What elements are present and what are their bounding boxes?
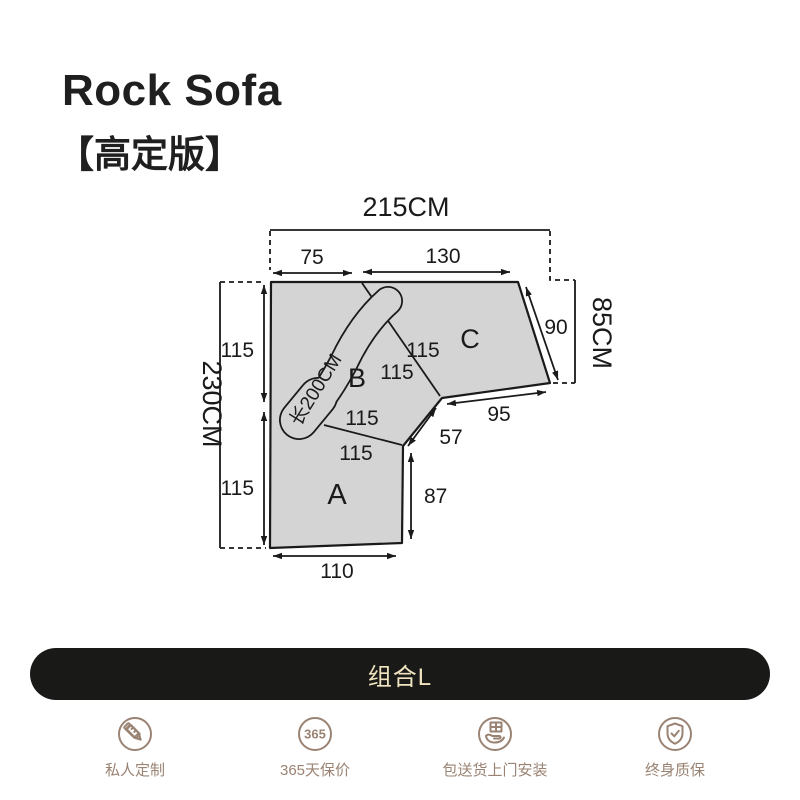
dim-110-label: 110	[320, 560, 353, 583]
dim-left-115-lower-label: 115	[221, 477, 254, 500]
feature-label: 包送货上门安装	[442, 762, 548, 779]
feature-label: 365天保价	[279, 762, 351, 779]
section-label-a: A	[327, 479, 347, 511]
depth-c-label: 115	[406, 339, 439, 362]
feature-row: 私人定制 365 365天保价 包送货上门安装 终身质保	[45, 714, 765, 780]
dim-95-label: 95	[487, 403, 510, 426]
dim-right-depth-label: 85CM	[587, 297, 617, 369]
dim-total-width-label: 215CM	[362, 192, 449, 222]
dim-total-width-drop-right	[549, 231, 575, 281]
dim-left-115-upper-label: 115	[221, 339, 254, 362]
hand-box-icon	[478, 717, 512, 751]
sofa-dimension-diagram: 215CM 85CM 75 130 230CM 115 115 长200CM C…	[197, 192, 617, 583]
dim-87-label: 87	[424, 485, 447, 508]
depth-b-label: 115	[380, 361, 413, 384]
dim-57-label: 57	[439, 426, 462, 449]
feature-label: 终身质保	[644, 762, 705, 779]
depth-a-label: 115	[339, 442, 372, 465]
seam-a-b	[323, 424, 403, 446]
chaise-lounger	[279, 286, 403, 440]
variant-label: 组合L	[367, 663, 433, 691]
dim-90-label: 90	[544, 316, 567, 339]
dim-130-label: 130	[425, 245, 460, 268]
depth-b-lower-label: 115	[345, 407, 378, 430]
feature-item-price-protection: 365 365天保价	[225, 714, 405, 780]
page-subtitle: 【高定版】	[57, 134, 242, 175]
feature-label: 私人定制	[104, 762, 165, 779]
variant-button[interactable]: 组合L	[30, 648, 770, 700]
dim-57-arrow	[407, 407, 437, 447]
shield-check-icon	[658, 717, 692, 751]
feature-item-delivery-install: 包送货上门安装	[405, 714, 585, 780]
badge-365-text: 365	[304, 727, 326, 742]
section-label-b: B	[348, 363, 366, 393]
badge-365-icon: 365	[298, 717, 332, 751]
feature-item-customization: 私人定制	[45, 714, 225, 780]
section-label-c: C	[460, 324, 480, 354]
feature-item-warranty: 终身质保	[585, 714, 765, 780]
page-title: Rock Sofa	[62, 66, 282, 115]
dim-95-arrow	[446, 389, 547, 407]
dim-90-arrow	[525, 286, 559, 381]
pencil-ruler-icon	[118, 717, 152, 751]
dim-75-label: 75	[300, 246, 323, 269]
dim-total-depth-label: 230CM	[197, 360, 227, 447]
